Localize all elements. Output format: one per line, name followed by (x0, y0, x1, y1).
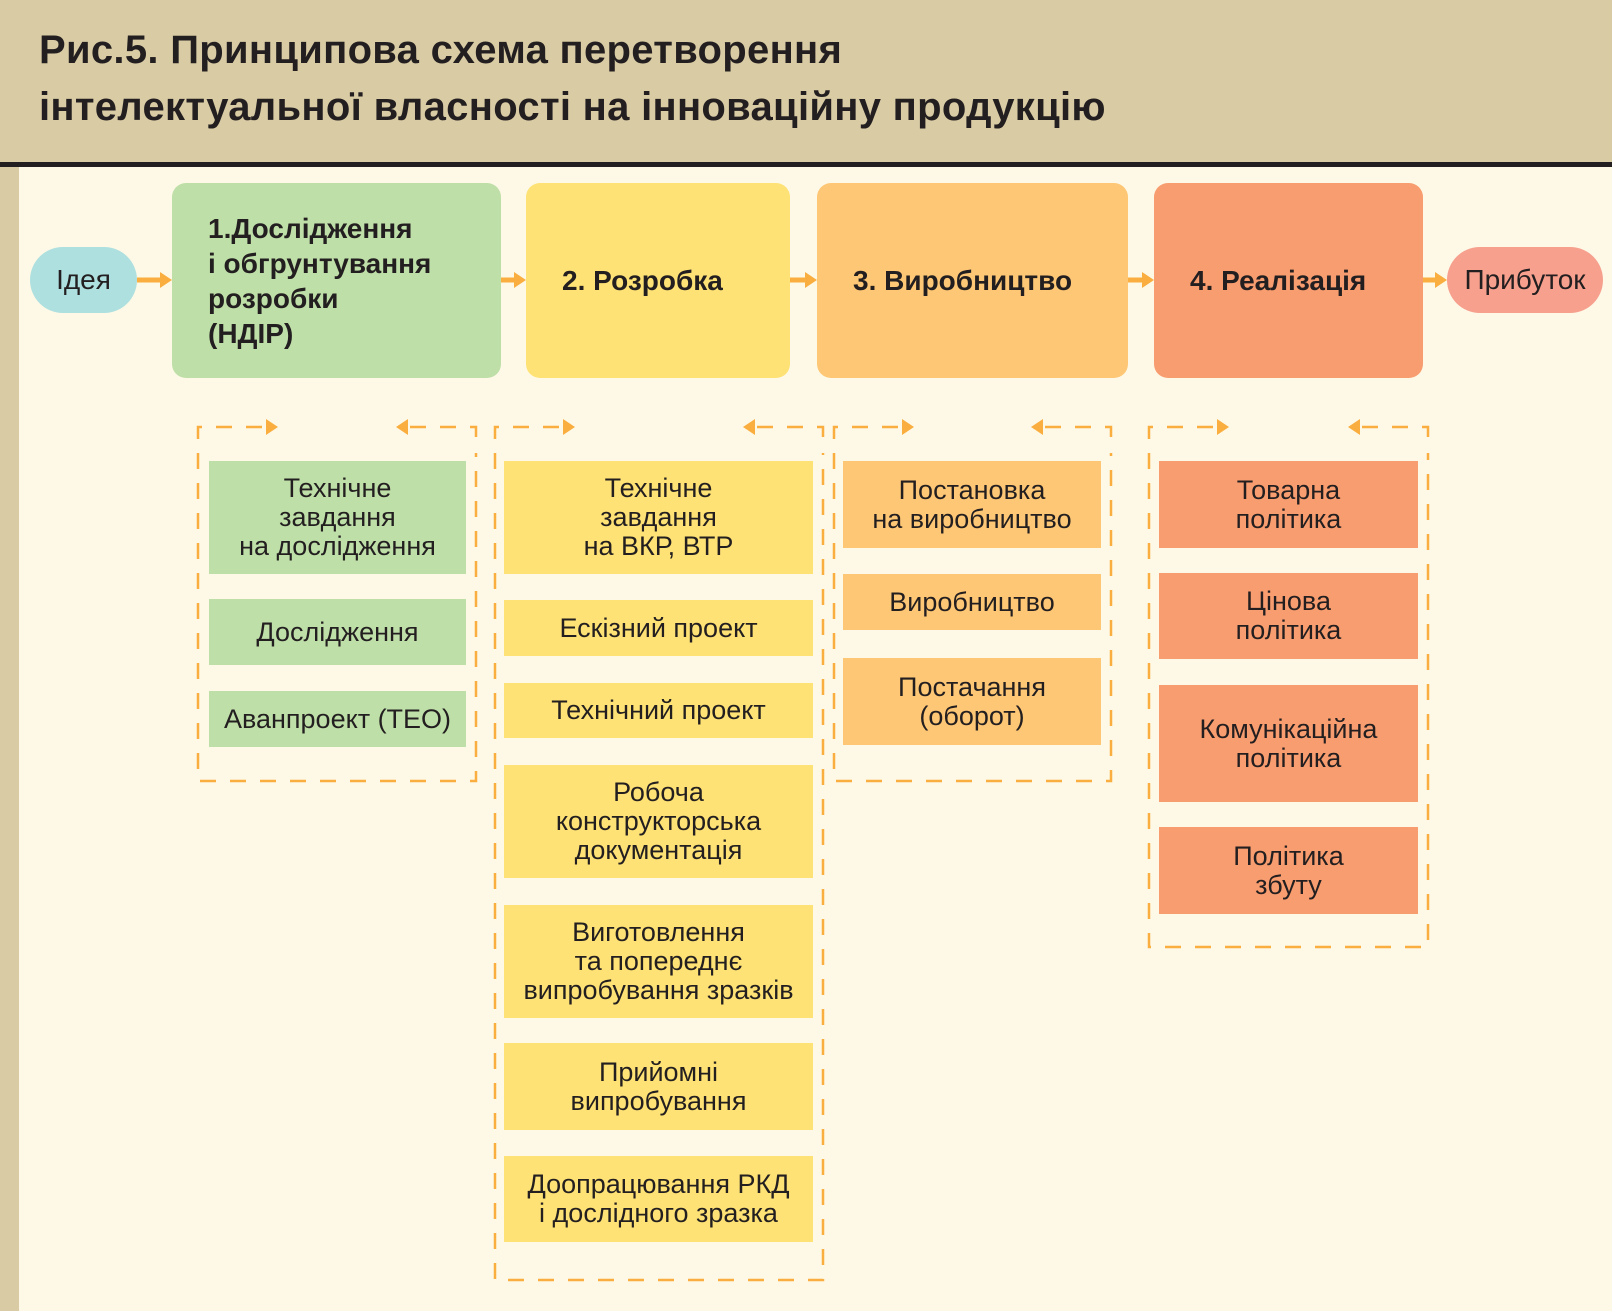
figure-header: Рис.5. Принципова схема перетворення інт… (0, 0, 1612, 167)
feedback-arrow-left-icon (396, 419, 408, 435)
title-line-1: Рис.5. Принципова схема перетворення (39, 28, 843, 72)
flow-arrow-head-icon (1435, 272, 1447, 288)
dashed-top-left (493, 425, 561, 439)
step-product-policy: Товарна політика (1159, 461, 1418, 548)
step-refinement: Доопрацювання РКД і дослідного зразка (504, 1156, 813, 1242)
step-working-documentation: Робоча конструкторська документація (504, 765, 813, 878)
dashed-top-right (1362, 425, 1430, 439)
step-preliminary-design: Аванпроект (ТЕО) (209, 691, 466, 747)
step-production: Виробництво (843, 574, 1101, 630)
stage-1-research: 1.Дослідження і обгрунтування розробки (… (172, 183, 501, 378)
figure-title: Рис.5. Принципова схема перетворення інт… (39, 22, 1106, 136)
dashed-group-frame (196, 453, 478, 783)
dashed-group-frame (1147, 453, 1430, 949)
dashed-group-frame (493, 453, 825, 1282)
step-price-policy: Цінова політика (1159, 573, 1418, 659)
stage-2-development: 2. Розробка (526, 183, 790, 378)
step-acceptance-testing: Прийомні випробування (504, 1043, 813, 1130)
title-line-2: інтелектуальної власності на інноваційну… (39, 85, 1106, 129)
step-technical-project: Технічний проект (504, 683, 813, 738)
feedback-arrow-right-icon (266, 419, 278, 435)
step-communication-policy: Комунікаційна політика (1159, 685, 1418, 802)
step-production-setup: Постановка на виробництво (843, 461, 1101, 548)
step-research: Дослідження (209, 599, 466, 665)
step-sales-policy: Політика збуту (1159, 827, 1418, 914)
dashed-group-frame (832, 453, 1113, 783)
flow-arrow-head-icon (514, 272, 526, 288)
dashed-top-left (832, 425, 900, 439)
feedback-arrow-right-icon (1217, 419, 1229, 435)
profit-node: Прибуток (1447, 247, 1603, 313)
dashed-top-left (196, 425, 264, 439)
flow-arrow-head-icon (1142, 272, 1154, 288)
feedback-arrow-right-icon (563, 419, 575, 435)
dashed-top-right (1045, 425, 1113, 439)
dashed-top-right (757, 425, 825, 439)
feedback-arrow-right-icon (902, 419, 914, 435)
left-margin-strip (0, 167, 19, 1311)
feedback-arrow-left-icon (1348, 419, 1360, 435)
step-tech-task-research: Технічне завдання на дослідження (209, 461, 466, 574)
flow-arrow-head-icon (160, 272, 172, 288)
step-sketch-project: Ескізний проект (504, 600, 813, 656)
feedback-arrow-left-icon (743, 419, 755, 435)
step-prototype-testing: Виготовлення та попереднє випробування з… (504, 905, 813, 1018)
feedback-arrow-left-icon (1031, 419, 1043, 435)
dashed-top-right (410, 425, 478, 439)
step-supply: Постачання (оборот) (843, 658, 1101, 745)
idea-node: Ідея (30, 247, 137, 313)
dashed-top-left (1147, 425, 1215, 439)
step-tech-task-dev: Технічне завдання на ВКР, ВТР (504, 461, 813, 574)
stage-3-production: 3. Виробництво (817, 183, 1128, 378)
flow-arrow-head-icon (805, 272, 817, 288)
stage-4-realization: 4. Реалізація (1154, 183, 1423, 378)
